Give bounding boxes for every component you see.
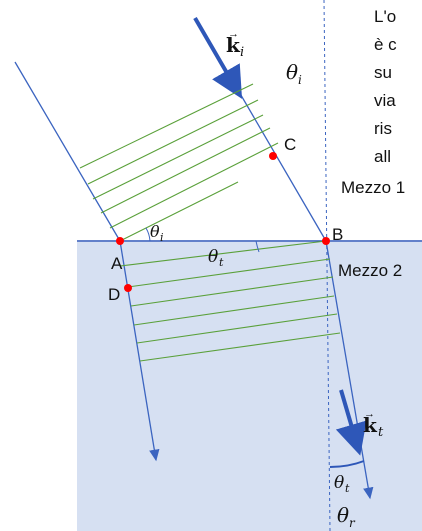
transmitted-wavefront (130, 276, 334, 307)
kt-vector-arrow: → (364, 408, 375, 420)
point-marker-icon (322, 237, 330, 245)
point-a-label: A (111, 254, 123, 273)
point-c-label: C (284, 135, 296, 154)
incident-ray-left (14, 61, 121, 242)
ki-label: k → i (226, 28, 244, 60)
normal-dashed-line (323, 0, 331, 531)
point-marker-icon (116, 237, 124, 245)
theta-subscript: t (345, 482, 350, 495)
theta-i-arc (145, 227, 151, 242)
theta-symbol: θ (150, 222, 160, 241)
theta-subscript: i (298, 73, 302, 87)
medium2-label: Mezzo 2 (338, 261, 402, 280)
transmitted-ray-left (119, 240, 160, 462)
kt-label: k → t (363, 408, 384, 440)
theta-symbol: θ (286, 60, 298, 84)
transmitted-wavefront (119, 240, 327, 267)
incident-wavefront (100, 127, 271, 214)
transmitted-wavefronts (119, 240, 341, 362)
theta-t-bottom-arc (329, 460, 365, 468)
ki-vector-arrow: → (228, 28, 239, 40)
paragraph-line: all (374, 147, 391, 166)
kt-vector-symbol: k (363, 413, 378, 437)
paragraph-line: su (374, 63, 392, 82)
theta-t-arc (255, 240, 260, 253)
transmitted-wavefront (136, 313, 338, 344)
paragraph-line: L'o (374, 7, 396, 26)
incident-wavefront (109, 142, 279, 229)
theta-subscript: t (219, 256, 224, 269)
medium2-region (77, 242, 422, 531)
transmitted-wavefront (139, 332, 341, 362)
paragraph-line: è c (374, 35, 397, 54)
transmitted-wavefront (133, 295, 335, 326)
incident-wavefront (87, 99, 259, 185)
theta-t-angle-label: θ t (208, 247, 224, 269)
theta-symbol: θ (337, 503, 349, 527)
point-d-label: D (108, 285, 120, 304)
point-b-label: B (332, 225, 343, 244)
incident-wavefronts (79, 83, 279, 229)
point-marker-icon (269, 152, 277, 160)
kt-arrow (335, 389, 367, 456)
medium1-label: Mezzo 1 (341, 178, 405, 197)
transmitted-wavefront (127, 258, 331, 288)
theta-i-wavefront (119, 181, 239, 242)
kt-subscript: t (378, 425, 384, 440)
ki-vector-symbol: k (226, 33, 241, 57)
paragraph-line: ris (374, 119, 392, 138)
theta-symbol: θ (208, 247, 218, 267)
theta-symbol: θ (334, 473, 344, 493)
ki-subscript: i (240, 45, 244, 60)
theta-i-top-label: θ i (286, 60, 302, 87)
ki-arrow (193, 16, 243, 99)
theta-r-label: θ r (337, 503, 356, 530)
incident-wavefront (92, 114, 264, 200)
incident-wavefront (79, 83, 254, 169)
theta-t-bottom-label: θ t (334, 473, 350, 495)
paragraph-line: via (374, 91, 396, 110)
theta-i-angle-label: θ i (150, 222, 164, 244)
clipped-paragraph: L'o è c su via ris all (374, 7, 397, 166)
theta-subscript: i (160, 231, 164, 244)
theta-subscript: r (349, 516, 356, 530)
point-marker-icon (124, 284, 132, 292)
